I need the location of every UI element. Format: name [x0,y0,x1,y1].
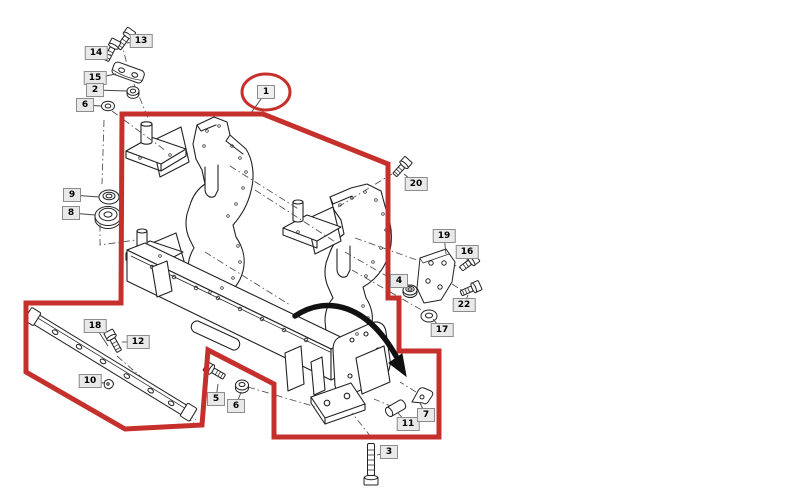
main-assembly-drawing [125,116,392,425]
callout-1[interactable]: 1 [257,85,275,99]
part-washer-17 [420,309,438,323]
callout-16[interactable]: 16 [455,245,479,259]
callout-leader-lines [70,40,469,456]
callout-7[interactable]: 7 [417,408,435,422]
support-bracket [310,321,391,425]
callout-18[interactable]: 18 [83,319,107,333]
callout-14[interactable]: 14 [84,46,108,60]
callout-20[interactable]: 20 [404,177,428,191]
part-bushing-8 [94,206,122,229]
part-bolt-12 [103,328,122,353]
callout-2[interactable]: 2 [86,83,104,97]
highlight-overlay [23,72,442,440]
part-washer-6a [101,100,115,112]
middle-pin-bracket [282,199,342,255]
part-bolt-16 [459,252,481,272]
part-nut-2 [126,86,140,99]
callout-22[interactable]: 22 [452,298,476,312]
callout-9[interactable]: 9 [63,188,81,202]
cross-beam [126,242,350,396]
plate-hole-dots [138,124,388,336]
highlight-oval-callout-1 [240,72,292,112]
callout-6a[interactable]: 6 [76,98,94,112]
direction-arrow [292,302,407,378]
part-spacer-11 [384,399,407,418]
callout-10[interactable]: 10 [78,374,102,388]
part-rail-18 [23,307,198,422]
upper-left-pin-bracket [125,121,190,178]
highlight-boundary [23,111,442,440]
part-plate-19 [416,248,456,304]
part-bolt-20 [392,156,413,177]
callout-13[interactable]: 13 [129,34,153,48]
callout-6b[interactable]: 6 [227,399,245,413]
part-nut-6b [235,379,249,394]
callout-4[interactable]: 4 [390,274,408,288]
part-clip-10 [103,379,114,390]
callout-3[interactable]: 3 [380,445,398,459]
callout-11[interactable]: 11 [396,417,420,431]
callout-5[interactable]: 5 [207,392,225,406]
right-shaped-plate [324,183,392,348]
part-bolt-3 [363,443,379,486]
callout-17[interactable]: 17 [430,323,454,337]
part-washer-9 [98,189,120,205]
part-clip-7 [411,387,434,405]
part-bolt-22 [459,280,483,297]
callout-19[interactable]: 19 [432,229,456,243]
callout-12[interactable]: 12 [126,335,150,349]
part-clamp-15 [111,61,145,84]
callout-8[interactable]: 8 [62,206,80,220]
